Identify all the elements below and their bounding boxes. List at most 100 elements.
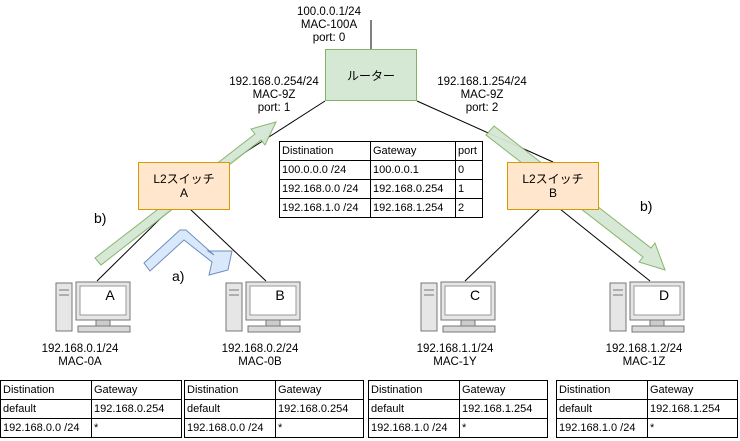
cell-port: 0 (455, 160, 483, 180)
cell-destination: default (368, 399, 460, 419)
cell-destination: 192.168.1.0 /24 (368, 418, 460, 438)
link-switch-b-host-d (559, 208, 651, 282)
cell-gateway: 192.168.1.254 (647, 399, 738, 419)
header-destination: Distination (184, 380, 276, 400)
cell-port: 1 (455, 179, 483, 199)
switch-a-type: L2スイッチ (153, 172, 215, 186)
l2-switch-a: L2スイッチ A (138, 162, 230, 210)
flow-b-left-label: b) (94, 210, 107, 226)
table-row: 100.0.0.0 /24 100.0.0.1 0 (279, 160, 483, 180)
router-port1-mac: MAC-9Z (252, 89, 296, 101)
host-a-label: 192.168.0.1/24 MAC-0A (30, 343, 130, 369)
table-header-row: Distination Gateway port (279, 141, 483, 161)
host-b-routing-table: Distination Gateway default 192.168.0.25… (184, 380, 364, 438)
computer-icon (609, 281, 685, 333)
cell-destination: 192.168.0.0 /24 (0, 418, 92, 438)
router-port1-ip: 192.168.0.254/24 (229, 76, 319, 88)
cell-gateway: 192.168.1.254 (459, 399, 548, 419)
host-b: B (224, 281, 302, 333)
header-destination: Distination (0, 380, 92, 400)
router-port0-label: 100.0.0.1/24 MAC-100A port: 0 (286, 6, 372, 45)
flow-a-arrow (143, 229, 233, 276)
table-header-row: Distination Gateway (184, 380, 364, 400)
cell-destination: 192.168.0.0 /24 (279, 179, 371, 199)
router-node: ルーター (325, 49, 417, 101)
cell-gateway: * (275, 418, 364, 438)
cell-port: 2 (455, 198, 483, 218)
host-a-mac: MAC-0A (58, 356, 102, 368)
header-port: port (455, 141, 483, 161)
router-port2-mac: MAC-9Z (460, 89, 504, 101)
switch-b-name: B (548, 186, 557, 200)
host-a-routing-table: Distination Gateway default 192.168.0.25… (0, 380, 182, 438)
router-routing-table: Distination Gateway port 100.0.0.0 /24 1… (279, 141, 483, 218)
header-gateway: Gateway (370, 141, 456, 161)
header-gateway: Gateway (647, 380, 738, 400)
table-row: default 192.168.0.254 (0, 399, 182, 419)
table-row: default 192.168.1.254 (368, 399, 548, 419)
table-header-row: Distination Gateway (368, 380, 548, 400)
host-c-routing-table: Distination Gateway default 192.168.1.25… (368, 380, 548, 438)
computer-icon (420, 281, 496, 333)
table-header-row: Distination Gateway (556, 380, 738, 400)
link-router-switch-b (416, 100, 554, 163)
cell-destination: default (184, 399, 276, 419)
flow-a-label: a) (172, 268, 185, 284)
switch-b-type: L2スイッチ (522, 172, 584, 186)
host-d-name: D (658, 287, 670, 303)
table-row: default 192.168.1.254 (556, 399, 738, 419)
host-a: A (54, 281, 132, 333)
switch-a-name: A (179, 186, 188, 200)
router-label: ルーター (346, 68, 395, 83)
host-a-ip: 192.168.0.1/24 (41, 343, 119, 355)
host-a-name: A (105, 287, 115, 303)
header-destination: Distination (279, 141, 371, 161)
host-c-name: C (469, 287, 481, 303)
host-c-label: 192.168.1.1/24 MAC-1Y (405, 343, 505, 369)
router-port2-port: port: 2 (465, 102, 499, 114)
host-b-name: B (275, 287, 285, 303)
router-port0-port: port: 0 (312, 32, 346, 44)
link-switch-a-host-b (189, 208, 267, 282)
table-row: 192.168.1.0 /24 192.168.1.254 2 (279, 198, 483, 218)
cell-destination: 100.0.0.0 /24 (279, 160, 371, 180)
header-gateway: Gateway (91, 380, 182, 400)
cell-gateway: * (91, 418, 182, 438)
host-b-label: 192.168.0.2/24 MAC-0B (210, 343, 310, 369)
table-row: default 192.168.0.254 (184, 399, 364, 419)
router-port0-mac: MAC-100A (300, 19, 358, 31)
cell-gateway: 100.0.0.1 (370, 160, 456, 180)
cell-destination: 192.168.0.0 /24 (184, 418, 276, 438)
host-b-ip: 192.168.0.2/24 (221, 343, 299, 355)
host-d-mac: MAC-1Z (622, 356, 666, 368)
cell-destination: default (0, 399, 92, 419)
link-switch-b-host-c (464, 208, 541, 282)
header-gateway: Gateway (459, 380, 548, 400)
cell-gateway: 192.168.0.254 (91, 399, 182, 419)
router-port1-port: port: 1 (257, 102, 291, 114)
table-row: 192.168.0.0 /24 192.168.0.254 1 (279, 179, 483, 199)
header-destination: Distination (556, 380, 648, 400)
router-port2-label: 192.168.1.254/24 MAC-9Z port: 2 (432, 76, 532, 115)
cell-gateway: 192.168.0.254 (275, 399, 364, 419)
table-row: 192.168.1.0 /24 * (556, 418, 738, 438)
table-row: 192.168.1.0 /24 * (368, 418, 548, 438)
host-c-mac: MAC-1Y (433, 356, 477, 368)
computer-icon (225, 281, 301, 333)
host-c: C (419, 281, 497, 333)
router-port0-ip: 100.0.0.1/24 (297, 6, 361, 18)
header-destination: Distination (368, 380, 460, 400)
host-d-label: 192.168.1.2/24 MAC-1Z (594, 343, 694, 369)
cell-destination: default (556, 399, 648, 419)
table-header-row: Distination Gateway (0, 380, 182, 400)
table-row: 192.168.0.0 /24 * (0, 418, 182, 438)
cell-gateway: * (459, 418, 548, 438)
cell-destination: 192.168.1.0 /24 (279, 198, 371, 218)
cell-destination: 192.168.1.0 /24 (556, 418, 648, 438)
computer-icon (55, 281, 131, 333)
flow-b-right-label: b) (640, 198, 653, 214)
cell-gateway: * (647, 418, 738, 438)
host-d: D (608, 281, 686, 333)
header-gateway: Gateway (275, 380, 364, 400)
host-c-ip: 192.168.1.1/24 (416, 343, 494, 355)
